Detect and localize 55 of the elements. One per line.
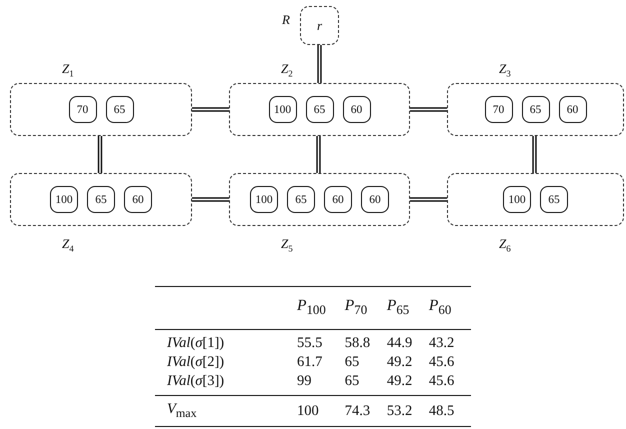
zone-label: Z$_{3}$ — [499, 61, 511, 79]
column-header: P$_{65}$ — [386, 286, 429, 330]
value-box: 70 — [68, 96, 96, 123]
value-box: 70 — [484, 96, 512, 123]
table-value: 61.7 — [297, 353, 345, 372]
zone-box — [10, 173, 192, 226]
zone-box — [447, 173, 624, 226]
table-value: 58.8 — [344, 330, 387, 353]
zone-label: R — [282, 12, 290, 28]
value-box: 60 — [558, 96, 586, 123]
table-value: 100 — [297, 396, 345, 426]
zone-box — [10, 83, 192, 136]
table-value: 99 — [297, 372, 345, 396]
zone-label: Z$_{5}$ — [281, 236, 293, 254]
value-box: 65 — [540, 186, 568, 213]
value-box: 100 — [50, 186, 78, 213]
table-value: 44.9 — [386, 330, 429, 353]
value-box: 100 — [503, 186, 531, 213]
table-value: 49.2 — [386, 372, 429, 396]
row-header: V$_{max}$ — [155, 396, 297, 426]
region-box: r — [300, 6, 339, 45]
value-box: 65 — [106, 96, 134, 123]
zone-label: Z$_{1}$ — [62, 61, 74, 79]
value-box: 100 — [268, 96, 296, 123]
value-box: 65 — [306, 96, 334, 123]
zone-label: Z$_{6}$ — [499, 236, 511, 254]
row-header: IVal(σ[2]) — [166, 353, 226, 372]
value-box: 60 — [124, 186, 152, 213]
table-value: 43.2 — [428, 330, 471, 353]
table-value: 48.5 — [428, 396, 471, 426]
table-value: 45.6 — [428, 372, 471, 396]
column-header: P$_{100}$ — [297, 286, 345, 330]
column-header: P$_{60}$ — [428, 286, 471, 330]
table-value: 74.3 — [344, 396, 387, 426]
table-value: 53.2 — [386, 396, 429, 426]
value-box: 60 — [361, 186, 389, 213]
value-box: 65 — [287, 186, 315, 213]
table-value: 65 — [344, 353, 387, 372]
value-box: 65 — [522, 96, 550, 123]
value-box: 65 — [87, 186, 115, 213]
value-box: 100 — [250, 186, 278, 213]
row-header: IVal(σ[3]) — [155, 372, 297, 396]
zone-box — [447, 83, 624, 136]
table-value: 45.6 — [428, 353, 456, 372]
value-box: 60 — [342, 96, 370, 123]
zone-label: Z$_{2}$ — [281, 61, 293, 79]
column-header: P$_{70}$ — [344, 286, 387, 330]
zone-label: Z$_{4}$ — [62, 236, 74, 254]
value-box: 60 — [324, 186, 352, 213]
zone-box — [229, 83, 410, 136]
table-value: 55.5 — [297, 330, 345, 353]
row-header: IVal(σ[1]) — [155, 330, 297, 353]
zone-box — [229, 173, 410, 226]
table-value: 65 — [344, 372, 387, 396]
table-value: 49.2 — [386, 353, 429, 372]
